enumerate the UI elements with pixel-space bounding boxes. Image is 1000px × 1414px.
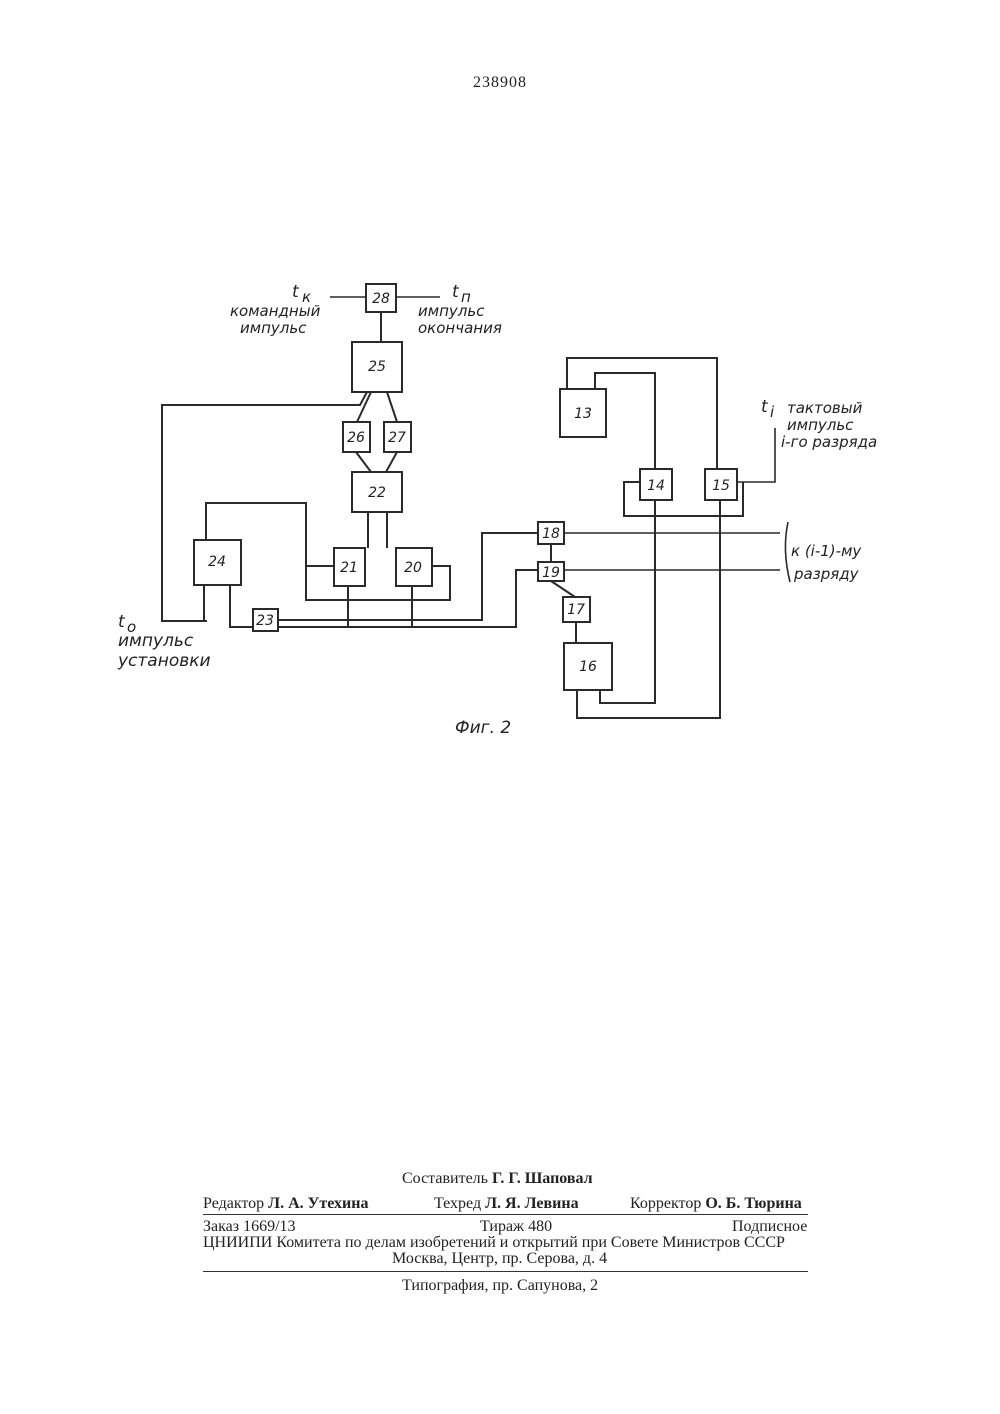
end-line2: окончания: [418, 319, 502, 337]
setup-line2: установки: [117, 651, 211, 671]
corrector-label: Корректор: [630, 1195, 701, 1212]
compiler-label: Составитель: [402, 1170, 488, 1187]
printer: Типография, пр. Сапунова, 2: [402, 1277, 598, 1295]
block-24-label: 24: [208, 554, 226, 570]
divider-bottom: [203, 1271, 808, 1272]
block-16: 16: [564, 643, 612, 690]
techred-line: Техред Л. Я. Левина: [434, 1195, 579, 1213]
block-21: 21: [334, 548, 365, 586]
editor-line: Редактор Л. А. Утехина: [203, 1195, 368, 1213]
brace-icon: [785, 522, 790, 582]
prev-line2: разряду: [793, 565, 860, 583]
block-25: 25: [352, 342, 402, 392]
clock-line2: импульс: [787, 416, 854, 434]
block-23-label: 23: [256, 613, 274, 629]
clock-subscript: i: [770, 403, 775, 421]
prev-digit-label: к (i-1)-му разряду: [785, 522, 862, 583]
block-26-label: 26: [347, 430, 365, 446]
block-18: 18: [538, 522, 564, 544]
corrector-name: О. Б. Тюрина: [705, 1195, 801, 1212]
corrector-line: Корректор О. Б. Тюрина: [630, 1195, 802, 1213]
wiring: [162, 297, 780, 718]
end-pulse-label: t п импульс окончания: [418, 282, 502, 337]
block-22: 22: [352, 472, 402, 512]
compiler-line: Составитель Г. Г. Шаповал: [402, 1170, 593, 1188]
block-24: 24: [194, 540, 241, 585]
address: Москва, Центр, пр. Серова, д. 4: [392, 1250, 607, 1268]
command-pulse-label: t к командный импульс: [230, 282, 321, 337]
techred-label: Техред: [434, 1195, 481, 1212]
command-line1: командный: [230, 302, 321, 320]
block-13-label: 13: [574, 406, 592, 422]
command-line2: импульс: [240, 319, 307, 337]
compiler-name: Г. Г. Шаповал: [492, 1170, 593, 1187]
block-13: 13: [560, 389, 606, 437]
block-20: 20: [396, 548, 432, 586]
block-28-label: 28: [372, 291, 390, 307]
block-27-label: 27: [388, 430, 406, 446]
block-15-label: 15: [712, 478, 730, 494]
block-19-label: 19: [542, 565, 560, 581]
block-15: 15: [705, 469, 737, 500]
block-22-label: 22: [368, 485, 386, 501]
block-21-label: 21: [340, 560, 358, 576]
end-symbol: t: [452, 282, 460, 302]
block-17: 17: [563, 597, 590, 622]
clock-symbol: t: [761, 397, 769, 417]
clock-line1: тактовый: [787, 399, 863, 417]
block-14: 14: [640, 469, 672, 500]
setup-symbol: t: [118, 612, 126, 632]
techred-name: Л. Я. Левина: [485, 1195, 578, 1212]
block-28: 28: [366, 284, 396, 312]
block-diagram: 28 25 26 27 22 24 21 20 23 13 14 15: [0, 0, 1000, 800]
block-23: 23: [253, 609, 278, 631]
end-line1: импульс: [418, 302, 485, 320]
editor-name: Л. А. Утехина: [268, 1195, 368, 1212]
editor-label: Редактор: [203, 1195, 264, 1212]
divider-top: [203, 1214, 808, 1215]
block-19: 19: [538, 562, 564, 581]
block-18-label: 18: [542, 526, 560, 542]
block-17-label: 17: [567, 602, 585, 618]
prev-line1: к (i-1)-му: [791, 542, 862, 560]
block-27: 27: [384, 422, 411, 452]
setup-line1: импульс: [118, 631, 194, 651]
block-20-label: 20: [404, 560, 422, 576]
clock-pulse-label: t i тактовый импульс i-го разряда: [761, 397, 877, 451]
figure-caption: Фиг. 2: [455, 718, 511, 738]
block-25-label: 25: [368, 359, 386, 375]
block-26: 26: [343, 422, 370, 452]
clock-line3: i-го разряда: [781, 433, 877, 451]
block-16-label: 16: [579, 659, 597, 675]
command-symbol: t: [292, 282, 300, 302]
block-14-label: 14: [647, 478, 665, 494]
